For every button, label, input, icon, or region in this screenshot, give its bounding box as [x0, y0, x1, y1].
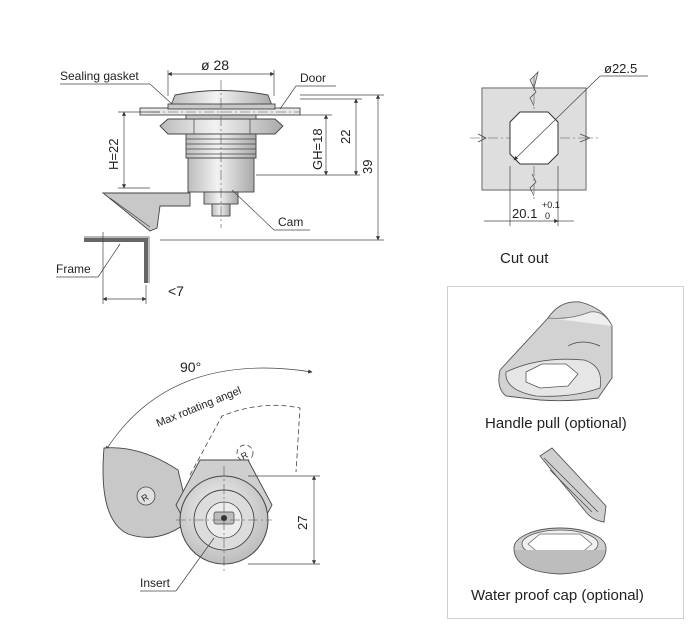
cam-rotated-outline: [189, 404, 301, 476]
cam-part: [101, 192, 191, 232]
tol-plus: +0.1: [542, 200, 560, 210]
water-proof-cap-illustration: [513, 447, 607, 575]
dim-22: 22: [338, 130, 353, 144]
label-insert: Insert: [140, 576, 171, 590]
label-90-deg: 90°: [180, 359, 201, 375]
dim-diameter-22-5: ø22.5: [604, 61, 637, 76]
dim-20-1: 20.1: [512, 206, 537, 221]
cut-out-view: ø22.5 20.1 +0.1 0 Cut out: [470, 61, 648, 267]
handle-pull-illustration: [498, 301, 613, 402]
optional-accessories-panel: [447, 286, 684, 619]
hex-nut: [159, 118, 284, 135]
label-sealing-gasket: Sealing gasket: [60, 69, 139, 83]
dim-h22: H=22: [106, 139, 121, 170]
label-cut-out: Cut out: [500, 250, 549, 267]
label-door: Door: [300, 71, 326, 85]
label-cam: Cam: [278, 215, 303, 229]
dim-lt7: <7: [168, 283, 184, 299]
dim-diameter-28: ø 28: [201, 57, 229, 73]
logo-r-dashed: R: [239, 449, 250, 461]
cutout-hole: [509, 111, 559, 165]
label-frame: Frame: [56, 262, 91, 276]
dim-27: 27: [295, 516, 310, 530]
front-view: 90° Max rotating angel R R 27 Insert: [102, 359, 320, 592]
label-water-proof-cap: Water proof cap (optional): [471, 587, 644, 604]
side-view: ø 28 Sealing gasket Door H=22 GH=18 22 3…: [56, 57, 384, 304]
logo-r-solid: R: [140, 492, 151, 504]
dim-gh18: GH=18: [310, 128, 325, 170]
rotation-arc: [105, 367, 313, 451]
dim-39: 39: [360, 160, 375, 174]
label-max-rotating-angel: Max rotating angel: [155, 385, 243, 430]
label-handle-pull: Handle pull (optional): [485, 415, 627, 432]
frame-part: [84, 238, 148, 283]
tol-zero: 0: [545, 211, 550, 221]
